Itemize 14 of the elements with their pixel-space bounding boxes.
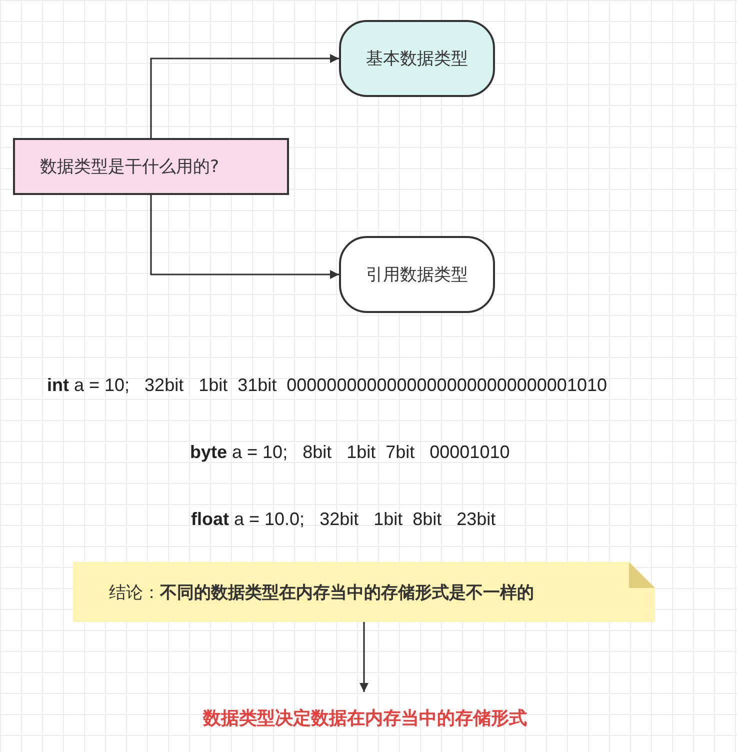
box-label: 引用数据类型 xyxy=(366,264,468,286)
code-line: byte a = 10; 8bit 1bit 7bit 00001010 xyxy=(190,442,510,463)
code-line: int a = 10; 32bit 1bit 31bit 00000000000000000000000000001010 xyxy=(47,375,607,396)
arrow xyxy=(360,622,368,692)
arrow xyxy=(150,54,339,138)
box-label: 数据类型是干什么用的? xyxy=(40,156,220,178)
note-text: 结论：不同的数据类型在内存当中的存储形式是不一样的 xyxy=(109,582,534,604)
question-box xyxy=(13,138,289,195)
box-label: 基本数据类型 xyxy=(366,48,468,70)
rounded-box xyxy=(339,236,495,313)
rounded-box xyxy=(339,20,495,97)
arrow xyxy=(150,195,339,279)
conclusion-text: 数据类型决定数据在内存当中的存储形式 xyxy=(203,707,527,730)
code-line: float a = 10.0; 32bit 1bit 8bit 23bit xyxy=(191,509,496,530)
